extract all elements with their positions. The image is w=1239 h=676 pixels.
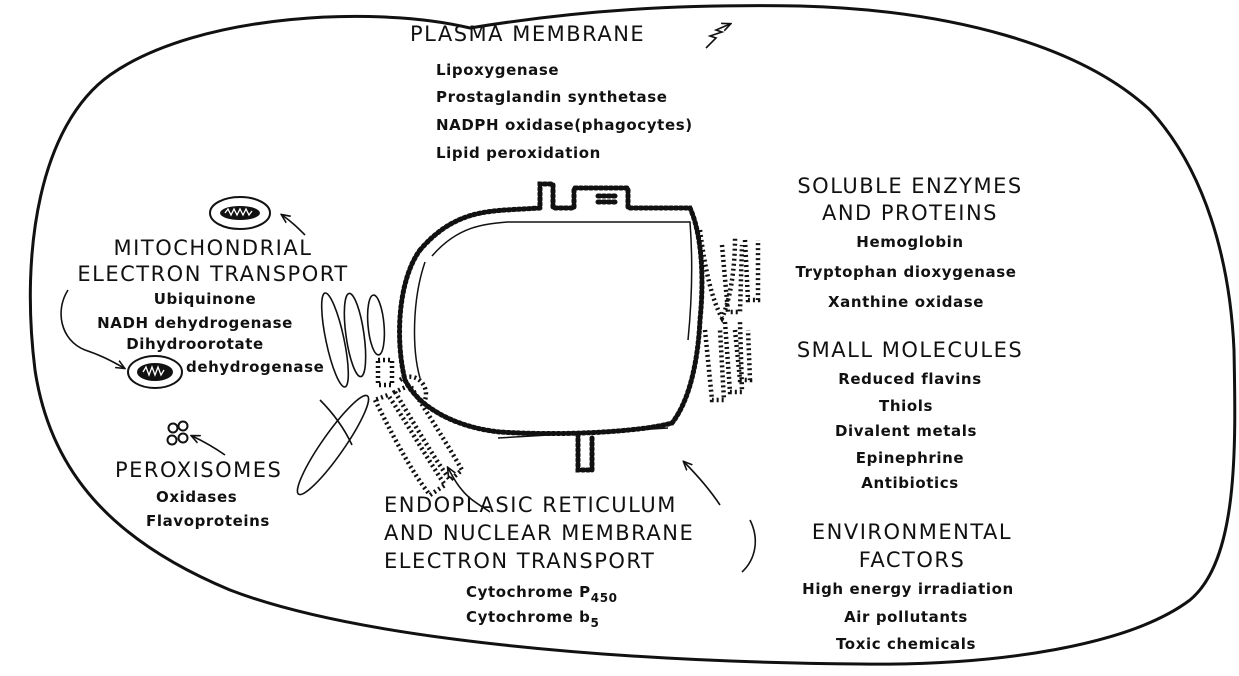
mitochondrial-item: NADH dehydrogenase bbox=[97, 316, 293, 331]
mitochondrion-bottom bbox=[128, 356, 182, 388]
arrow-to-er-right bbox=[742, 520, 755, 572]
smooth-er-left bbox=[290, 291, 387, 500]
environmental-heading-line1: ENVIRONMENTAL bbox=[812, 522, 1012, 543]
soluble-item: Tryptophan dioxygenase bbox=[795, 265, 1016, 280]
cytochrome-p450-text: Cytochrome P bbox=[466, 583, 591, 601]
small-molecules-item: Thiols bbox=[879, 399, 933, 414]
cytochrome-p450-subscript: 450 bbox=[591, 591, 618, 605]
er-stacks-right bbox=[700, 230, 758, 400]
environmental-item: Air pollutants bbox=[844, 610, 968, 625]
plasma-membrane-heading: PLASMA MEMBRANE bbox=[410, 24, 645, 45]
endoplasmic-heading-line2: AND NUCLEAR MEMBRANE bbox=[384, 523, 694, 544]
nuclear-envelope bbox=[400, 184, 702, 470]
endoplasmic-heading-line1: ENDOPLASIC RETICULUM bbox=[384, 495, 677, 516]
er-stacks-left bbox=[375, 360, 462, 495]
mitochondrial-heading-line2: ELECTRON TRANSPORT bbox=[77, 264, 348, 285]
nuclear-envelope-inner bbox=[415, 222, 692, 438]
soluble-item: Xanthine oxidase bbox=[828, 295, 984, 310]
peroxisomes-item: Oxidases bbox=[156, 490, 237, 505]
plasma-membrane-item: NADPH oxidase(phagocytes) bbox=[436, 118, 693, 133]
small-molecules-item: Epinephrine bbox=[856, 451, 964, 466]
mitochondrial-item: dehydrogenase bbox=[186, 360, 324, 375]
soluble-heading-line1: SOLUBLE ENZYMES bbox=[797, 176, 1022, 197]
peroxisomes-heading: PEROXISOMES bbox=[115, 460, 282, 481]
peroxisomes-item: Flavoproteins bbox=[146, 514, 270, 529]
environmental-heading-line2: FACTORS bbox=[859, 550, 966, 571]
cytochrome-b5-text: Cytochrome b bbox=[466, 608, 591, 626]
plasma-membrane-item: Lipoxygenase bbox=[436, 63, 559, 78]
endoplasmic-heading-line3: ELECTRON TRANSPORT bbox=[384, 551, 655, 572]
arrow-to-er-right-tip bbox=[684, 462, 720, 505]
soluble-item: Hemoglobin bbox=[856, 235, 963, 250]
mitochondrial-item: Dihydroorotate bbox=[126, 337, 264, 352]
environmental-item: High energy irradiation bbox=[802, 582, 1014, 597]
cytochrome-b5: Cytochrome b5 bbox=[466, 610, 599, 625]
plasma-membrane-item: Prostaglandin synthetase bbox=[436, 90, 668, 105]
cytochrome-p450: Cytochrome P450 bbox=[466, 585, 618, 600]
small-molecules-heading: SMALL MOLECULES bbox=[797, 340, 1023, 361]
mitochondrial-item: Ubiquinone bbox=[154, 292, 256, 307]
arrow-to-plasma-membrane bbox=[706, 24, 730, 48]
small-molecules-item: Divalent metals bbox=[835, 424, 977, 439]
arrow-to-peroxisomes bbox=[192, 436, 225, 455]
mitochondrial-heading-line1: MITOCHONDRIAL bbox=[114, 238, 313, 259]
small-molecules-item: Reduced flavins bbox=[838, 372, 981, 387]
environmental-item: Toxic chemicals bbox=[836, 637, 976, 652]
mitochondrion-top bbox=[210, 197, 270, 229]
cytochrome-b5-subscript: 5 bbox=[591, 616, 600, 630]
soluble-heading-line2: AND PROTEINS bbox=[822, 203, 998, 224]
small-molecules-item: Antibiotics bbox=[861, 476, 959, 491]
peroxisome-cluster bbox=[168, 422, 188, 445]
plasma-membrane-item: Lipid peroxidation bbox=[436, 146, 601, 161]
arrow-to-mitochondrion-top bbox=[282, 215, 305, 235]
